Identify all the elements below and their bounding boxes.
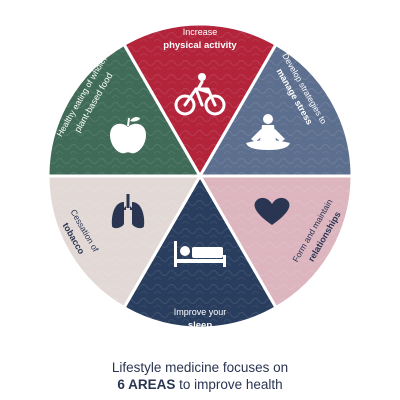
segment-stress-texture xyxy=(200,44,352,177)
sleep-line1: Improve your xyxy=(174,307,227,317)
caption-line2: 6 AREAS to improve health xyxy=(0,376,400,393)
bed-icon xyxy=(174,241,226,267)
apple-icon xyxy=(110,117,146,154)
lungs-icon xyxy=(111,194,145,229)
caption-line1: Lifestyle medicine focuses on xyxy=(111,360,289,375)
caption-line2-rest: to improve health xyxy=(175,377,283,392)
segment-eating-texture xyxy=(48,44,200,177)
caption: Lifestyle medicine focuses on 6 AREAS to… xyxy=(0,360,400,393)
meditation-icon xyxy=(246,114,290,150)
physical-line2: physical activity xyxy=(163,40,237,51)
physical-line1: Increase xyxy=(183,27,218,37)
sleep-group: Improve your sleep xyxy=(174,241,227,331)
lifestyle-wheel: Increase physical activity Develop strat… xyxy=(48,24,352,331)
segment-relationships-texture xyxy=(200,176,352,308)
heart-icon xyxy=(254,197,290,225)
bicycle-icon xyxy=(174,73,226,116)
caption-highlight: 6 AREAS xyxy=(117,377,176,392)
segment-tobacco-texture xyxy=(48,176,200,308)
physical-activity-group: Increase physical activity xyxy=(163,27,237,116)
sleep-line2: sleep xyxy=(188,320,212,331)
